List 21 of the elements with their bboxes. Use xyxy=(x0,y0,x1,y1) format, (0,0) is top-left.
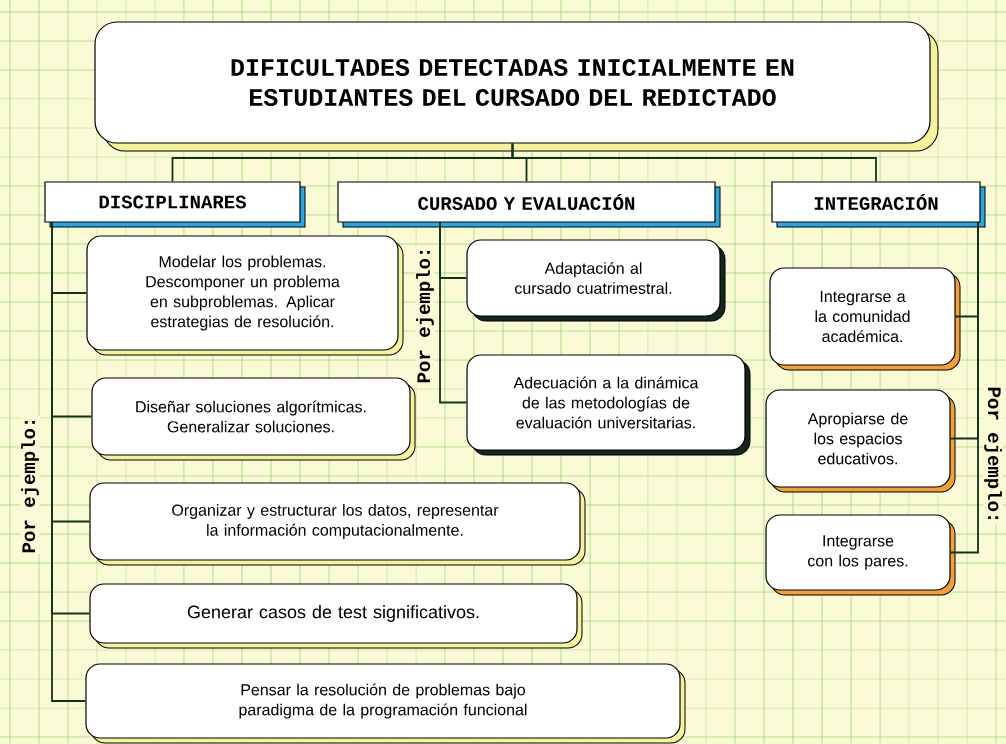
rounded-box: Generar casos de test significativos. xyxy=(89,583,583,649)
rounded-box: Diseñar soluciones algorítmicas. Generalizar soluciones. xyxy=(91,377,416,461)
rotated-label: Por ejemplo: xyxy=(983,385,1003,525)
category-box: DISCIPLINARES xyxy=(44,181,306,228)
rounded-box: Organizar y estructurar los datos, representar la información computacionalmente. xyxy=(89,482,586,566)
rounded-box: Adaptación al cursado cuatrimestral. xyxy=(466,239,726,322)
category-box: INTEGRACIÓN xyxy=(771,181,986,228)
category-box: CURSADO Y EVALUACIÓN xyxy=(337,181,721,228)
rounded-box: Adecuación a la dinámica de las metodologías de evaluación universitarias. xyxy=(466,354,751,456)
rounded-box: Apropiarse de los espacios educativos. xyxy=(765,389,956,493)
rotated-label: Por ejemplo: xyxy=(20,415,40,555)
rounded-box: Integrarse con los pares. xyxy=(765,514,956,596)
connector-line xyxy=(511,142,877,183)
rounded-box: Modelar los problemas. Descomponer un problema en subproblemas. Aplicar estrategias de resolución. xyxy=(86,235,404,356)
connector-line xyxy=(51,221,87,702)
connector-line xyxy=(949,221,979,554)
rounded-box: Pensar la resolución de problemas bajo paradigma de la programación funcional xyxy=(85,663,686,744)
rounded-box: Integrarse a la comunidad académica. xyxy=(769,267,961,371)
rotated-label: Por ejemplo: xyxy=(415,245,435,385)
connector-line xyxy=(439,221,468,404)
title-box: DIFICULTADES DETECTADAS INICIALMENTE EN ESTUDIANTES DEL CURSADO DEL REDICTADO xyxy=(94,21,939,152)
